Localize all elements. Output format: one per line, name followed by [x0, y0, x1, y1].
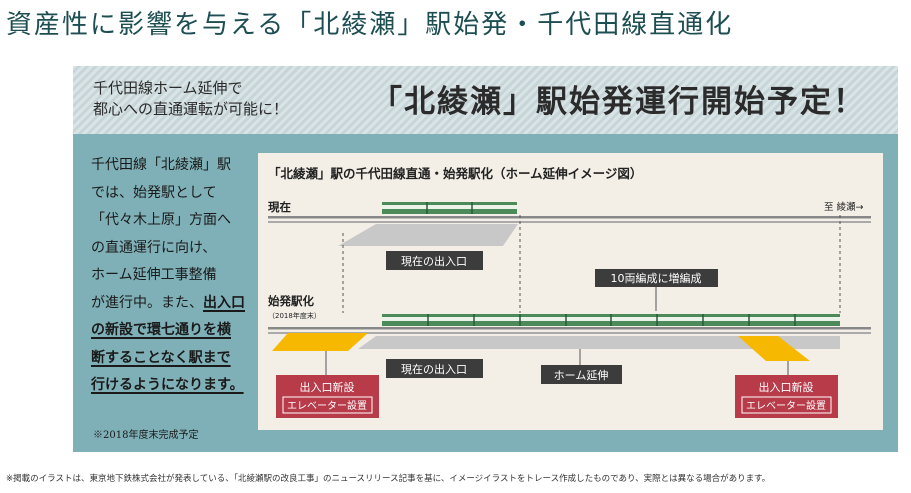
elevator-left-label: エレベーター設置	[287, 399, 367, 412]
desc-line: の直通運行に向け、	[91, 239, 217, 256]
after-label: 始発駅化	[268, 294, 314, 308]
current-entrance-label-1: 現在の出入口	[401, 254, 467, 268]
desc-line: 千代田線「北綾瀬」駅	[91, 157, 231, 173]
platform-diagram: 「北綾瀬」駅の千代田線直通・始発駅化（ホーム延伸イメージ図） 現在 至 綾瀬→	[258, 153, 883, 430]
current-label: 現在	[268, 200, 291, 214]
elevator-right-label: エレベーター設置	[746, 399, 826, 412]
current-train	[382, 202, 517, 214]
new-entrance-left-label: 出入口新設	[300, 380, 355, 394]
current-entrance-box-1	[386, 251, 483, 270]
diagram-svg: 「北綾瀬」駅の千代田線直通・始発駅化（ホーム延伸イメージ図） 現在 至 綾瀬→	[268, 166, 871, 418]
after-sub-label: （2018年度末）	[268, 311, 321, 320]
ten-car-label: 10両編成に増編成	[611, 271, 702, 285]
diagram-title: 「北綾瀬」駅の千代田線直通・始発駅化（ホーム延伸イメージ図）	[268, 166, 642, 181]
new-entrance-right-label: 出入口新設	[759, 380, 814, 394]
main-panel: 千代田線ホーム延伸で 都心への直通運転が可能に！ 「北綾瀬」駅始発運行開始予定！…	[73, 66, 898, 452]
ten-car-box	[595, 269, 718, 287]
banner: 千代田線ホーム延伸で 都心への直通運転が可能に！ 「北綾瀬」駅始発運行開始予定！	[73, 66, 898, 134]
banner-subtext: 千代田線ホーム延伸で 都心への直通運転が可能に！	[93, 78, 288, 120]
new-entrance-left-marker	[272, 333, 368, 351]
rail-after-bottom	[268, 332, 871, 334]
description: 千代田線「北綾瀬」駅 では、始発駅として 「代々木上原」方面へ の直通運行に向け…	[91, 152, 245, 400]
page-title: 資産性に影響を与える「北綾瀬」駅始発・千代田線直通化	[6, 10, 734, 40]
rail-current-bottom	[268, 221, 871, 223]
desc-line: では、始発駅として	[91, 184, 217, 201]
platform-ext-box	[541, 365, 622, 384]
current-platform	[338, 224, 518, 246]
banner-line-1: 千代田線ホーム延伸で	[93, 79, 243, 97]
rail-after-top	[268, 327, 871, 330]
platform-ext-label: ホーム延伸	[554, 369, 609, 382]
completion-note: ※2018年度末完成予定	[93, 430, 199, 441]
train-window-band	[382, 205, 517, 209]
extended-platform	[358, 336, 840, 349]
banner-headline: 「北綾瀬」駅始発運行開始予定！	[371, 84, 866, 120]
new-entrance-right-marker	[738, 336, 810, 361]
footnote: ※掲載のイラストは、東京地下鉄株式会社が発表している、「北綾瀬駅の改良工事」のニ…	[6, 474, 771, 484]
rail-current-top	[268, 216, 871, 219]
to-ayase-label: 至 綾瀬→	[824, 201, 864, 213]
desc-emphasis: 出入口	[203, 294, 245, 311]
desc-emphasis-line: 行けるようになります。	[91, 377, 244, 393]
desc-line: が進行中。また、	[91, 294, 203, 311]
banner-line-2: 都心への直通運転が可能に！	[93, 100, 289, 118]
desc-emphasis-line: の新設で環七通りを横	[91, 322, 231, 338]
current-entrance-label-2: 現在の出入口	[401, 362, 467, 376]
desc-line: ホーム延伸工事整備	[91, 267, 217, 283]
extended-train	[382, 314, 840, 326]
desc-line-mixed: が進行中。また、出入口	[91, 290, 245, 318]
current-entrance-box-2	[386, 359, 483, 378]
desc-line: 「代々木上原」方面へ	[91, 212, 231, 228]
desc-emphasis-line: 断することなく駅まで	[91, 349, 231, 366]
